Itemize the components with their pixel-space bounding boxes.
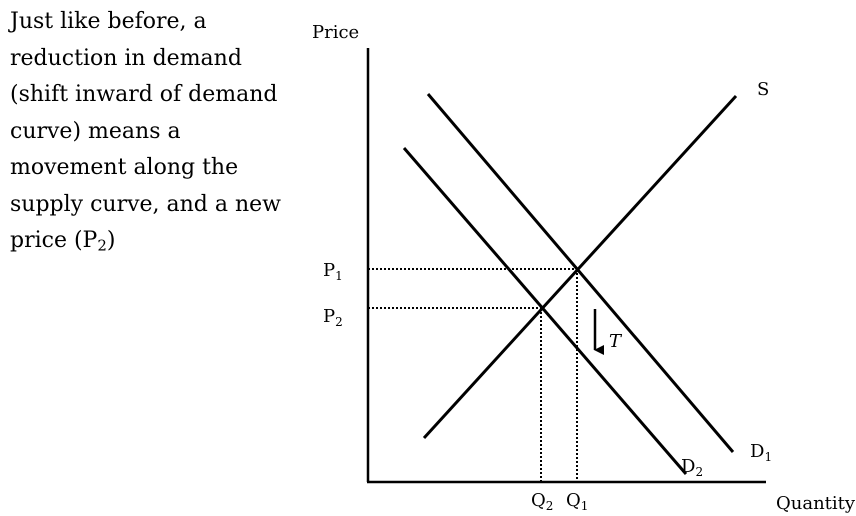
- caption-line-price: price (P2): [10, 228, 116, 255]
- caption-line: reduction in demand: [10, 45, 242, 71]
- demand-curve-d2: [402, 147, 688, 475]
- caption-line: supply curve, and a new: [10, 191, 282, 217]
- d2-label: D2: [681, 456, 703, 479]
- shift-label: T: [609, 331, 623, 352]
- caption-line: (shift inward of demand: [10, 82, 278, 107]
- supply-curve: [422, 94, 738, 440]
- supply-label: S: [757, 79, 769, 100]
- d1-label: D1: [750, 441, 772, 464]
- caption-text: Just like before, a reduction in demand …: [10, 4, 300, 260]
- p1-label: P1: [323, 260, 343, 283]
- caption-line: Just like before, a: [10, 9, 207, 34]
- y-axis-label: Price: [312, 22, 359, 43]
- caption-line: curve) means a: [10, 118, 181, 144]
- p2-label: P2: [323, 306, 343, 329]
- x-axis-label: Quantity: [776, 493, 856, 514]
- q2-label: Q2: [531, 490, 553, 513]
- demand-curve-d1: [426, 93, 735, 453]
- caption-line: movement along the: [10, 155, 239, 180]
- q1-label: Q1: [566, 490, 588, 513]
